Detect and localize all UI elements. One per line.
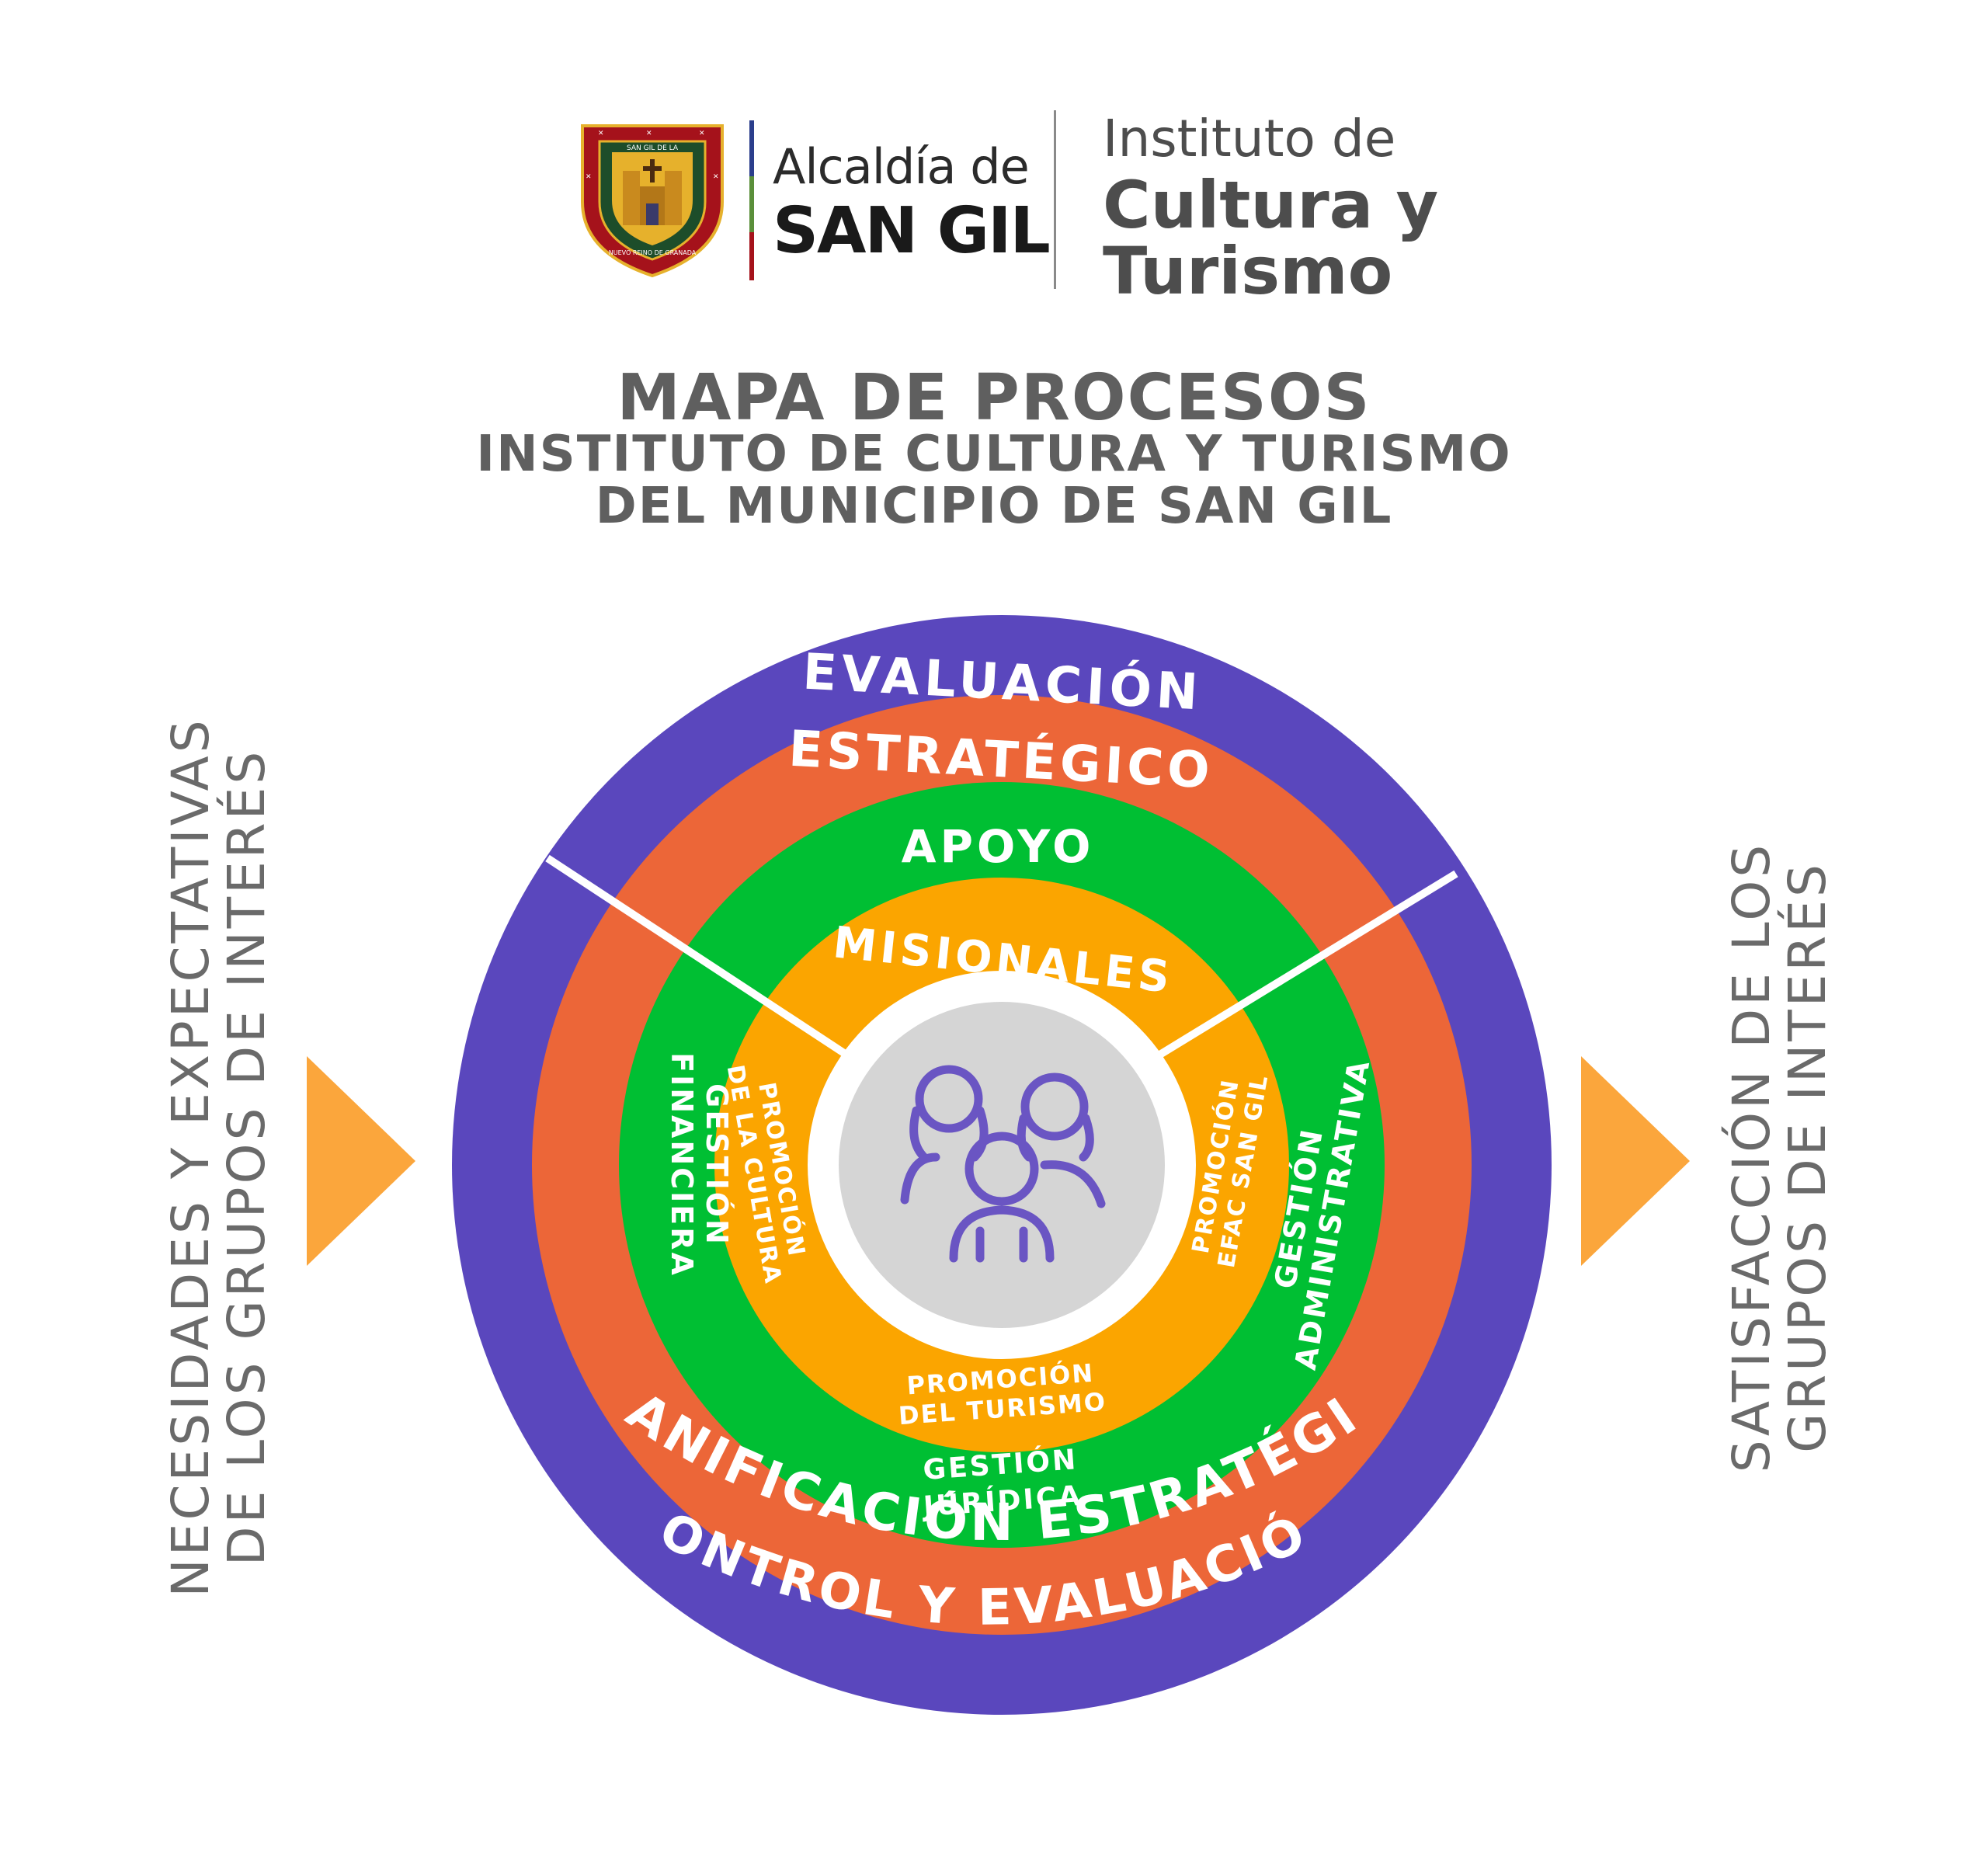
- header: ✕ ✕ ✕ ✕ ✕ SAN GIL DE LA NUEVO REINO DE GRAN…: [0, 0, 1988, 326]
- san-gil-shield-icon: ✕ ✕ ✕ ✕ ✕ SAN GIL DE LA NUEVO REINO DE GRAN…: [581, 124, 724, 278]
- output-arrow-icon: [1581, 1056, 1690, 1266]
- logo-separator: [1054, 110, 1056, 289]
- gestion-financiera-label: GESTIÓN FINANCIERA: [665, 1052, 734, 1278]
- right-divider-line: [1152, 870, 1458, 1062]
- apoyo-label: APOYO: [902, 820, 1095, 873]
- svg-text:FINANCIERA: FINANCIERA: [665, 1052, 699, 1278]
- svg-text:✕: ✕: [586, 173, 592, 181]
- alcaldia-name: SAN GIL: [773, 194, 1051, 268]
- svg-text:GESTIÓN: GESTIÓN: [700, 1083, 734, 1246]
- logo-color-divider: [749, 120, 754, 176]
- svg-text:✕: ✕: [699, 130, 705, 137]
- svg-text:SAN GIL DE LA: SAN GIL DE LA: [627, 144, 679, 152]
- input-arrow-icon: [307, 1056, 415, 1266]
- alcaldia-prefix: Alcaldía de: [773, 138, 1030, 195]
- page-subtitle-1: INSTITUTO DE CULTURA Y TURISMO: [476, 426, 1512, 483]
- svg-text:NUEVO REINO DE GRANADA: NUEVO REINO DE GRANADA: [609, 249, 697, 256]
- center-circle: [839, 1002, 1165, 1328]
- svg-text:✕: ✕: [598, 130, 604, 137]
- page-title: MAPA DE PROCESOS: [617, 361, 1371, 435]
- svg-text:✕: ✕: [713, 173, 719, 181]
- left-divider-line: [545, 854, 851, 1060]
- institute-line-3: Turismo: [1103, 233, 1393, 309]
- page-subtitle-2: DEL MUNICIPIO DE SAN GIL: [595, 478, 1393, 535]
- institute-line-2: Cultura y: [1103, 167, 1439, 243]
- logo-color-divider-mid: [749, 176, 754, 232]
- svg-text:✕: ✕: [646, 130, 652, 137]
- people-group-icon: [900, 1065, 1106, 1263]
- logo-color-divider-low: [749, 232, 754, 280]
- institute-line-1: Instituto de: [1103, 109, 1396, 169]
